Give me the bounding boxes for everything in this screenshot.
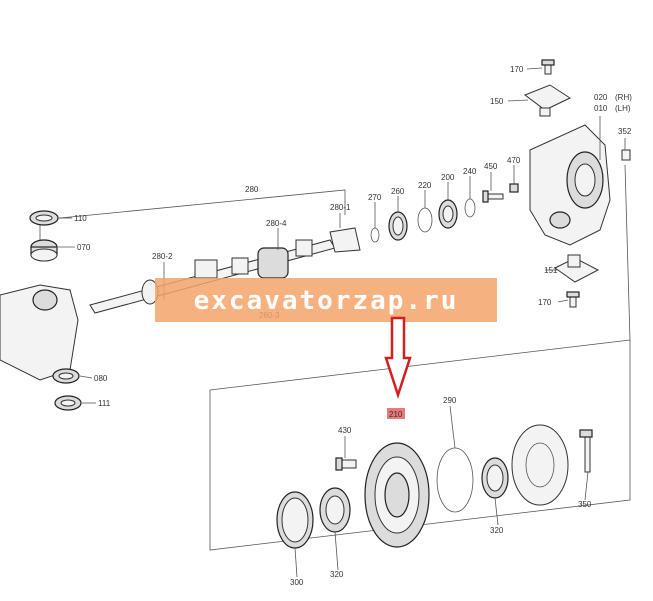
- seal-111: [54, 395, 82, 411]
- seal-300: [276, 491, 314, 549]
- o-ring-290: [436, 447, 474, 513]
- label-450: 450: [484, 162, 498, 171]
- watermark-banner: [155, 278, 497, 322]
- leader-lines: [58, 67, 626, 578]
- label-290: 290: [443, 396, 457, 405]
- steering-knuckle-020-010: [529, 124, 611, 246]
- label-280-4: 280-4: [266, 219, 287, 228]
- label-260: 260: [391, 187, 405, 196]
- lower-cover-151: [554, 254, 600, 283]
- nut-470: [509, 183, 519, 193]
- group-280-bracket: [39, 189, 346, 240]
- label-080: 080: [94, 374, 108, 383]
- stud-430: [335, 457, 357, 471]
- label-280-1: 280-1: [330, 203, 351, 212]
- plug-352: [621, 149, 631, 161]
- label-240: 240: [463, 167, 477, 176]
- divider-line: [209, 339, 631, 391]
- label-020: 020: [594, 93, 608, 102]
- wheel-hub-210: [364, 442, 430, 548]
- right-frame-line: [624, 164, 631, 341]
- snap-ring-270: [370, 227, 380, 243]
- label-020-rh: (RH): [615, 93, 632, 102]
- label-150: 150: [490, 97, 504, 106]
- bearing-200: [438, 199, 458, 229]
- label-110: 110: [74, 214, 87, 223]
- bearing-070: [30, 239, 58, 262]
- label-070: 070: [77, 243, 91, 252]
- brake-drum: [511, 424, 569, 506]
- label-111: 111: [98, 399, 111, 408]
- label-280-2: 280-2: [152, 252, 173, 261]
- label-270: 270: [368, 193, 382, 202]
- label-300: 300: [290, 578, 304, 587]
- label-010-lh: (LH): [615, 104, 631, 113]
- label-280: 280: [245, 185, 259, 194]
- label-170-top: 170: [510, 65, 524, 74]
- ring-220: [417, 207, 433, 233]
- label-350: 350: [578, 500, 592, 509]
- label-210: 210: [389, 410, 403, 419]
- cover-150: [523, 84, 572, 117]
- label-320-right: 320: [490, 526, 504, 535]
- label-010: 010: [594, 104, 608, 113]
- label-470: 470: [507, 156, 521, 165]
- axle-housing-left: [0, 284, 79, 381]
- label-200: 200: [441, 173, 455, 182]
- label-170-lower: 170: [538, 298, 552, 307]
- arrow-down-icon: [384, 316, 412, 400]
- label-151: 151: [544, 266, 558, 275]
- bearing-320-right: [481, 457, 509, 499]
- bolt-350: [579, 429, 593, 473]
- label-220: 220: [418, 181, 432, 190]
- label-320-left: 320: [330, 570, 344, 579]
- watermark-text: excavatorzap.ru: [194, 286, 459, 316]
- bolt-170-top: [541, 59, 555, 75]
- seal-260: [388, 211, 408, 241]
- label-352: 352: [618, 127, 632, 136]
- bolt-450: [482, 190, 504, 203]
- highlight-210: [387, 408, 405, 419]
- seal-110: [29, 210, 59, 226]
- bearing-320-left: [319, 487, 351, 533]
- label-430: 430: [338, 426, 352, 435]
- ring-240: [464, 198, 476, 218]
- bearing-080: [52, 368, 80, 384]
- bolt-170-lower: [566, 291, 580, 308]
